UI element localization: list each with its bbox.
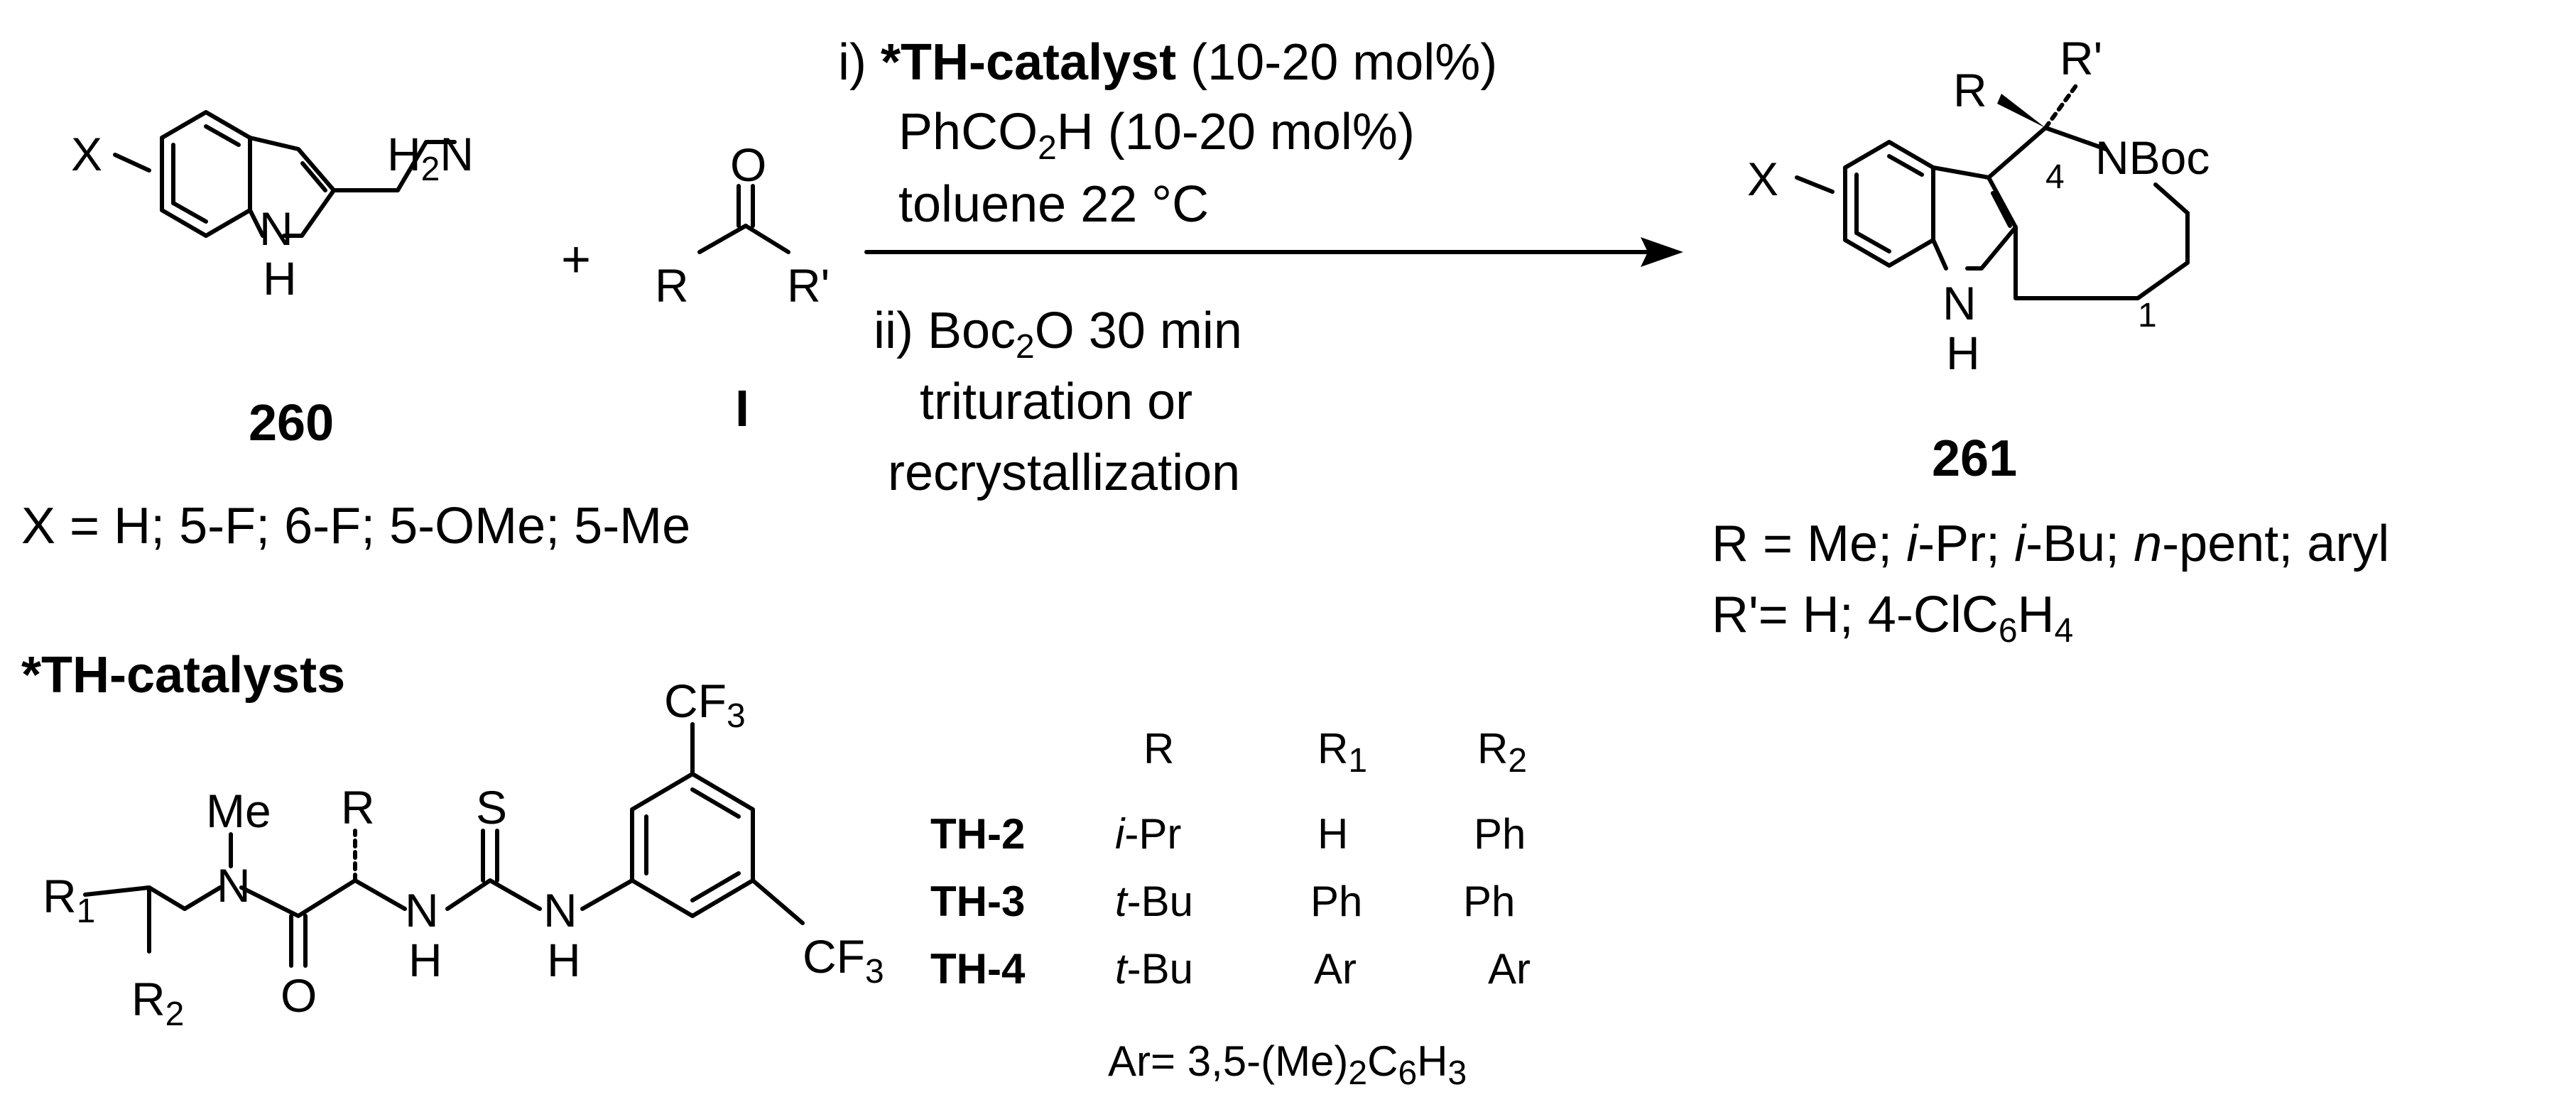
compound-261-position-1: 1	[2138, 297, 2157, 334]
table-row-r1: H	[1317, 810, 1348, 858]
compound-I-r-label: R	[655, 259, 689, 312]
compound-260-ring-h: H	[263, 252, 297, 305]
catalyst-n-methyl: Me	[206, 785, 271, 837]
compound-260-x-bond	[113, 153, 151, 173]
catalyst-cf3-right: CF3	[803, 930, 884, 990]
compound-260-number: 260	[249, 395, 334, 452]
catalyst-nh1-n: N	[405, 884, 439, 937]
catalyst-table: R R1 R2 TH-2 i-Pr H Ph TH-3 t-Bu Ph Ph T…	[930, 725, 1531, 1092]
compound-261-x-bond	[1795, 175, 1835, 194]
catalyst-structure	[83, 722, 805, 968]
compound-261-pyrrole-ring	[1931, 165, 2018, 271]
compound-261-pyrrole-double-bond	[1991, 191, 2012, 228]
condition-step2: ii) Boc2O 30 min	[874, 302, 1242, 366]
catalyst-nh1-h: H	[408, 934, 442, 986]
condition-acid: PhCO2H (10-20 mol%)	[898, 104, 1415, 167]
catalyst-thiourea-chain	[353, 878, 634, 911]
compound-260-amine-label: H2N	[387, 128, 474, 188]
condition-solvent: toluene 22 °C	[898, 176, 1209, 233]
table-row-name: TH-4	[930, 945, 1026, 993]
table-row-r: i-Pr	[1115, 810, 1181, 858]
compound-261-ring-h: H	[1946, 327, 1980, 379]
compound-261-aromatic-bond	[1854, 231, 1891, 253]
condition-workup-line2: recrystallization	[888, 444, 1240, 501]
catalyst-r2-label: R2	[131, 973, 184, 1033]
compound-I-bond-r-prime	[744, 224, 790, 254]
table-row-r1: Ar	[1314, 945, 1357, 993]
compound-261-r-definition: R = Me; i-Pr; i-Bu; n-pent; aryl	[1712, 515, 2389, 572]
compound-I-r-prime-label: R'	[787, 259, 830, 312]
catalysts-heading: *TH-catalysts	[21, 647, 345, 704]
compound-261-r-prime-label: R'	[2060, 32, 2102, 84]
compound-I-number: I	[735, 381, 749, 437]
catalyst-nh2-h: H	[547, 934, 581, 986]
catalyst-sulfur: S	[476, 781, 507, 834]
compound-I-bond-r	[697, 224, 748, 254]
catalyst-r1-label: R1	[43, 870, 95, 930]
compound-261-number: 261	[1932, 430, 2017, 487]
compound-261-r-prime-definition: R'= H; 4-ClC6H4	[1712, 586, 2073, 650]
condition-workup-line1: trituration or	[920, 373, 1192, 430]
catalyst-carbonyl-o: O	[281, 969, 317, 1022]
table-row-r2: Ar	[1488, 945, 1531, 993]
table-row-r2: Ph	[1463, 878, 1515, 925]
table-header-r: R	[1143, 725, 1174, 773]
table-row-name: TH-3	[930, 878, 1025, 925]
compound-261-ring-n: N	[1942, 277, 1977, 329]
reactant-260-structure	[113, 110, 457, 238]
reactant-I-structure	[697, 184, 790, 254]
compound-261-wedge-bond	[1997, 94, 2045, 128]
catalyst-aryl-double-bond	[690, 871, 741, 902]
table-row-r1: Ph	[1310, 878, 1362, 925]
table-header-r2: R2	[1477, 725, 1527, 780]
catalyst-cf3-right-bond	[751, 878, 805, 925]
compound-260-x-definition: X = H; 5-F; 6-F; 5-OMe; 5-Me	[21, 498, 690, 555]
compound-260-x-label: X	[71, 128, 102, 180]
compound-261-hashed-bond	[2043, 82, 2080, 130]
table-row-r: t-Bu	[1115, 945, 1193, 993]
compound-260-aromatic-bond	[171, 201, 208, 224]
catalyst-amide-chain	[83, 878, 357, 918]
compound-261-x-label: X	[1747, 153, 1778, 205]
condition-step1: i) *TH-catalyst (10-20 mol%)	[838, 34, 1497, 91]
reaction-arrow-head	[1641, 237, 1683, 267]
table-footnote-ar: Ar= 3,5-(Me)2C6H3	[1108, 1037, 1467, 1092]
compound-260-pyrrole-double-bond	[300, 161, 327, 192]
table-row-name: TH-2	[930, 810, 1025, 858]
product-261-structure	[1795, 82, 2190, 300]
compound-260-aromatic-bond	[204, 124, 241, 147]
catalyst-aryl-double-bond	[690, 787, 741, 819]
table-header-r1: R1	[1317, 725, 1367, 780]
compound-261-nboc-label: NBoc	[2095, 131, 2210, 184]
catalyst-cf3-top: CF3	[664, 675, 746, 735]
compound-261-aromatic-bond	[1887, 154, 1924, 177]
catalyst-r-label: R	[341, 781, 375, 834]
catalyst-amide-n: N	[217, 859, 251, 912]
compound-I-oxygen: O	[730, 138, 766, 191]
compound-261-r-label: R	[1953, 64, 1987, 116]
compound-260-ethylamine-chain	[332, 140, 457, 192]
table-row-r2: Ph	[1474, 810, 1526, 858]
plus-sign: +	[561, 231, 591, 288]
table-row-r: t-Bu	[1115, 878, 1193, 925]
catalyst-aryl-ring	[630, 772, 755, 918]
compound-261-position-4: 4	[2045, 158, 2065, 196]
compound-260-ring-n: N	[259, 202, 293, 255]
catalyst-nh2-n: N	[543, 884, 577, 937]
